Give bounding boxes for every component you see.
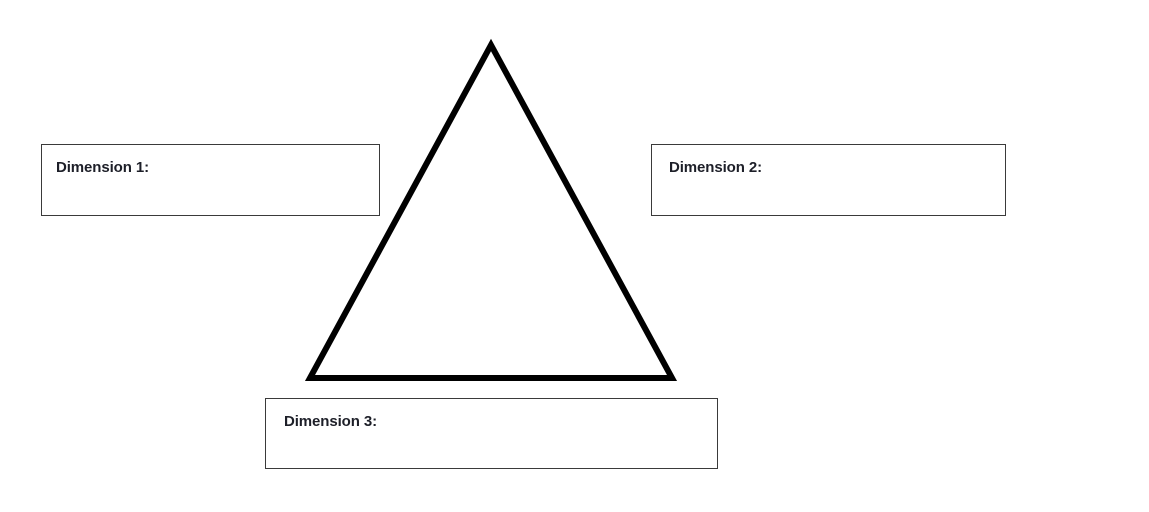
dimension-2-label: Dimension 2:: [669, 159, 762, 176]
dimension-3-label: Dimension 3:: [284, 413, 377, 430]
dimension-1-label: Dimension 1:: [56, 159, 149, 176]
dimension-3-box[interactable]: Dimension 3:: [265, 398, 718, 469]
dimension-2-box[interactable]: Dimension 2:: [651, 144, 1006, 216]
dimension-1-box[interactable]: Dimension 1:: [41, 144, 380, 216]
